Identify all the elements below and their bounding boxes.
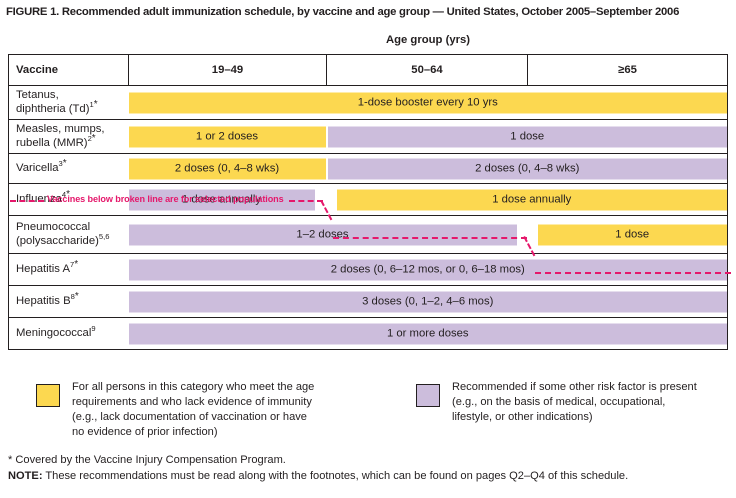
age-column-header-65plus: ≥65 bbox=[526, 54, 729, 86]
vaccine-name-line1: Tetanus, bbox=[16, 88, 59, 101]
vicp-star: * bbox=[62, 157, 67, 169]
dose-bar-varicella-19-49[interactable]: 2 doses (0, 4–8 wks) bbox=[128, 158, 326, 179]
dose-bar-influenza-19-49[interactable]: 1 dose annually bbox=[128, 189, 315, 210]
dose-bar-tetanus[interactable]: 1-dose booster every 10 yrs bbox=[128, 92, 728, 113]
dose-bar-mmr-19-49[interactable]: 1 or 2 doses bbox=[128, 126, 326, 147]
vicp-star: * bbox=[93, 98, 98, 110]
footnote-note: NOTE: These recommendations must be read… bbox=[8, 468, 730, 484]
vaccine-name-mmr: Measles, mumps, rubella (MMR)2* bbox=[8, 119, 129, 154]
age-group-header: Age group (yrs) bbox=[385, 34, 471, 46]
dose-bar-pneumococcal-19-64[interactable]: 1–2 doses bbox=[128, 224, 517, 245]
footnote-note-text: These recommendations must be read along… bbox=[42, 470, 629, 483]
vaccine-name-varicella: Varicella3* bbox=[8, 153, 129, 184]
dose-bar-mmr-50plus[interactable]: 1 dose bbox=[327, 126, 728, 147]
broken-line-segment-mid bbox=[333, 237, 527, 239]
footnote-ref: 8 bbox=[70, 291, 75, 301]
schedule-cell-varicella-all[interactable]: 2 doses (0, 4–8 wks) 2 doses (0, 4–8 wks… bbox=[128, 153, 729, 184]
immunization-schedule-table: Age group (yrs) Vaccine 19–49 50–64 ≥65 … bbox=[8, 26, 729, 350]
legend-line: (e.g., on the basis of medical, occupati… bbox=[452, 396, 666, 409]
legend-line: For all persons in this category who mee… bbox=[72, 381, 315, 393]
footnote-ref: 5,6 bbox=[98, 231, 110, 241]
broken-line-segment-far-right bbox=[535, 272, 731, 274]
dose-bar-influenza-50plus[interactable]: 1 dose annually bbox=[336, 189, 728, 210]
schedule-cell-tetanus-all[interactable]: 1-dose booster every 10 yrs bbox=[128, 85, 729, 120]
vaccine-name-line2: (polysaccharide) bbox=[16, 234, 99, 247]
vaccine-name-line1: Pneumococcal bbox=[16, 220, 91, 233]
table-row-pneumococcal: Pneumococcal (polysaccharide)5,6 1–2 dos… bbox=[8, 215, 729, 254]
broken-line-segment-right bbox=[289, 200, 323, 202]
vaccine-name-line1: Hepatitis A bbox=[16, 262, 71, 275]
vaccine-name-hepatitis-a: Hepatitis A7* bbox=[8, 253, 129, 286]
legend-line: lifestyle, or other indications) bbox=[452, 411, 593, 424]
legend-swatch-purple bbox=[416, 384, 440, 407]
legend-text-yellow: For all persons in this category who mee… bbox=[72, 380, 396, 440]
footnote-ref: 4 bbox=[61, 189, 67, 199]
legend: For all persons in this category who mee… bbox=[8, 380, 727, 446]
legend-line: (e.g., lack documentation of vaccination… bbox=[72, 411, 307, 424]
vaccine-name-line1: Varicella bbox=[16, 161, 59, 174]
dose-bar-varicella-50plus[interactable]: 2 doses (0, 4–8 wks) bbox=[327, 158, 728, 179]
table-row-varicella: Varicella3* 2 doses (0, 4–8 wks) 2 doses… bbox=[8, 153, 729, 184]
schedule-cell-hepatitis-a-all[interactable]: 2 doses (0, 6–12 mos, or 0, 6–18 mos) bbox=[128, 253, 729, 286]
legend-text-purple: Recommended if some other risk factor is… bbox=[452, 380, 736, 425]
table-row-hepatitis-a: Hepatitis A7* 2 doses (0, 6–12 mos, or 0… bbox=[8, 253, 729, 286]
schedule-cell-meningococcal-all[interactable]: 1 or more doses bbox=[128, 317, 729, 350]
legend-entry-purple: Recommended if some other risk factor is… bbox=[416, 380, 736, 425]
age-group-banner-row: Age group (yrs) bbox=[9, 26, 728, 55]
column-header-row: Vaccine 19–49 50–64 ≥65 bbox=[8, 54, 729, 86]
vaccine-name-line1: Measles, mumps, bbox=[16, 122, 105, 135]
footnote-ref: 9 bbox=[91, 323, 96, 333]
schedule-cell-mmr-all[interactable]: 1 or 2 doses 1 dose bbox=[128, 119, 729, 154]
vaccine-column-header: Vaccine bbox=[8, 54, 129, 86]
table-row-hepatitis-b: Hepatitis B8* 3 doses (0, 1–2, 4–6 mos) bbox=[8, 285, 729, 318]
footnotes: * Covered by the Vaccine Injury Compensa… bbox=[8, 452, 730, 484]
vicp-star: * bbox=[66, 188, 70, 200]
vaccine-name-line1: Meningococcal bbox=[16, 326, 92, 339]
vaccine-name-influenza: Influenza4* bbox=[8, 183, 129, 216]
vaccine-name-hepatitis-b: Hepatitis B8* bbox=[8, 285, 129, 318]
footnote-note-label: NOTE: bbox=[8, 470, 43, 483]
broken-line-note: Vaccines below broken line are for selec… bbox=[47, 194, 284, 204]
dose-bar-pneumococcal-65plus[interactable]: 1 dose bbox=[537, 224, 728, 245]
vicp-star: * bbox=[91, 132, 96, 144]
footnote-vicp: * Covered by the Vaccine Injury Compensa… bbox=[8, 454, 286, 466]
dose-bar-hepatitis-a[interactable]: 2 doses (0, 6–12 mos, or 0, 6–18 mos) bbox=[128, 259, 728, 280]
footnote-ref: 7 bbox=[70, 259, 75, 269]
table-row-mmr: Measles, mumps, rubella (MMR)2* 1 or 2 d… bbox=[8, 119, 729, 154]
broken-line-segment-left bbox=[10, 200, 44, 202]
schedule-cell-pneumococcal-all[interactable]: 1–2 doses 1 dose bbox=[128, 215, 729, 254]
table-row-influenza: Influenza4* 1 dose annually 1 dose annua… bbox=[8, 183, 729, 216]
vaccine-name-pneumococcal: Pneumococcal (polysaccharide)5,6 bbox=[8, 215, 129, 254]
table-row-meningococcal: Meningococcal9 1 or more doses bbox=[8, 317, 729, 350]
legend-line: no evidence of prior infection) bbox=[72, 426, 218, 439]
legend-swatch-yellow bbox=[36, 384, 60, 407]
footnote-ref: 2 bbox=[87, 133, 92, 143]
vaccine-name-tetanus: Tetanus, diphtheria (Td)1* bbox=[8, 85, 129, 120]
legend-line: Recommended if some other risk factor is… bbox=[452, 381, 697, 393]
corner-blank bbox=[9, 26, 129, 55]
footnote-ref: 1 bbox=[89, 99, 94, 109]
legend-line: requirements and who lack evidence of im… bbox=[72, 396, 312, 409]
vicp-star: * bbox=[74, 290, 79, 302]
vaccine-name-line2: diphtheria (Td) bbox=[16, 102, 90, 115]
age-column-header-50-64: 50–64 bbox=[326, 54, 528, 86]
dose-bar-meningococcal[interactable]: 1 or more doses bbox=[128, 323, 728, 344]
legend-entry-yellow: For all persons in this category who mee… bbox=[36, 380, 396, 440]
vaccine-name-line2: rubella (MMR) bbox=[16, 136, 88, 149]
footnote-ref: 3 bbox=[58, 158, 63, 168]
table-row-tetanus: Tetanus, diphtheria (Td)1* 1-dose booste… bbox=[8, 85, 729, 120]
vaccine-name-line1: Hepatitis B bbox=[16, 294, 71, 307]
schedule-cell-influenza-all[interactable]: 1 dose annually 1 dose annually bbox=[128, 183, 729, 216]
age-column-header-19-49: 19–49 bbox=[128, 54, 327, 86]
vicp-star: * bbox=[74, 258, 79, 270]
schedule-cell-hepatitis-b-all[interactable]: 3 doses (0, 1–2, 4–6 mos) bbox=[128, 285, 729, 318]
vaccine-name-meningococcal: Meningococcal9 bbox=[8, 317, 129, 350]
dose-bar-hepatitis-b[interactable]: 3 doses (0, 1–2, 4–6 mos) bbox=[128, 291, 728, 312]
figure-title: FIGURE 1. Recommended adult immunization… bbox=[6, 6, 680, 18]
